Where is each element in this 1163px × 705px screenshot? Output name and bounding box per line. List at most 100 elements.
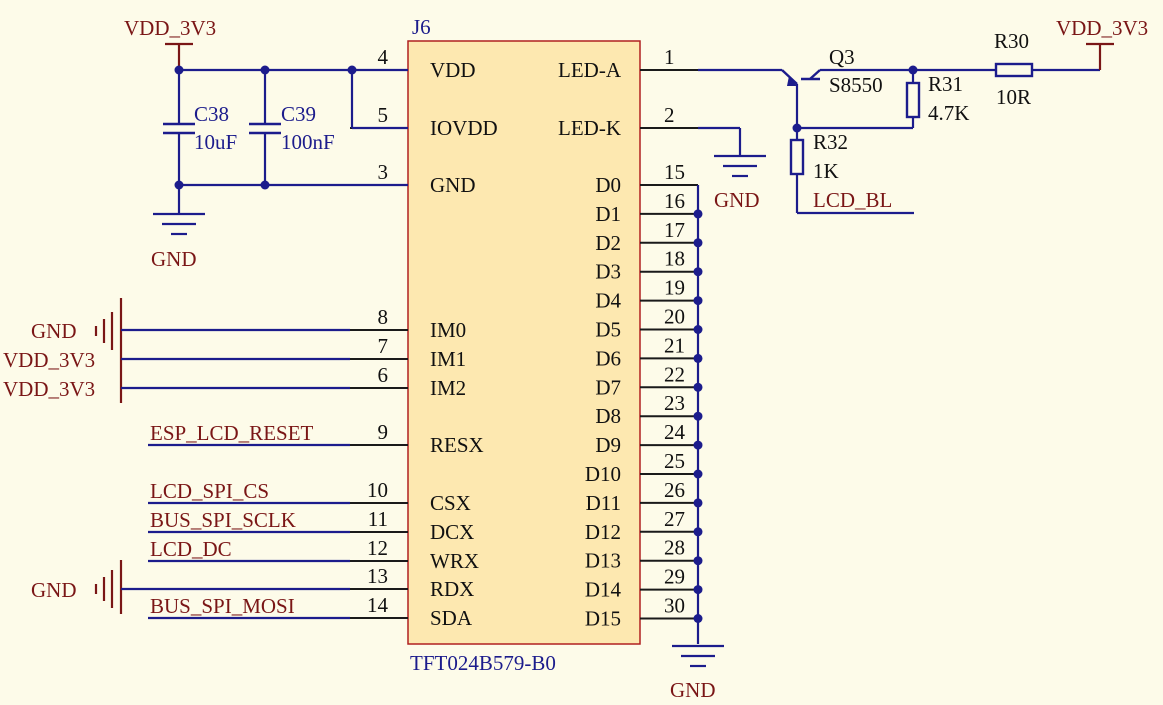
vdd-power-port-right: VDD_3V3 [1056,16,1148,70]
pin-name: D13 [585,549,621,573]
resistor-r32: R32 1K LCD_BL [789,128,914,215]
pin-name: IM1 [430,347,466,371]
pin-number: 22 [664,362,685,386]
pin-number: 2 [664,103,675,127]
pin-name: D4 [595,289,621,313]
vdd-label-im2: VDD_3V3 [3,377,95,401]
pin-name: D14 [585,578,622,602]
pin-number: 24 [664,420,686,444]
pin-name: LED-A [558,58,622,82]
pin-number: 18 [664,247,685,271]
pin-number: 30 [664,594,685,618]
pin-number: 9 [378,420,389,444]
junction-dot [693,353,703,363]
pin-name: D10 [585,462,621,486]
pin-name: D6 [595,346,621,370]
junction-dot [693,469,703,479]
pin-name: D1 [595,202,621,226]
gnd-label-im0: GND [31,319,77,343]
junction-dot [693,325,703,334]
pin-name: D9 [595,433,621,457]
resistor-r31: R31 4.7K [797,70,969,130]
pin-number: 27 [664,507,685,531]
pin-number: 20 [664,305,685,329]
r31-value: 4.7K [928,101,969,125]
pin-name: LED-K [558,116,621,140]
pin-number: 5 [378,103,389,127]
r32-value: 1K [813,159,839,183]
pin-name: GND [430,173,476,197]
pin-number: 16 [664,189,685,213]
pin-name: IM2 [430,376,466,400]
q3-ref: Q3 [829,45,855,69]
gnd-label-caps: GND [151,247,197,271]
pin-number: 21 [664,333,685,357]
pin-number: 15 [664,160,685,184]
c39-ref: C39 [281,102,316,126]
pin-name: D11 [586,491,621,515]
pin-number: 11 [368,507,388,531]
junction-dot [693,238,703,248]
junction-dot [693,296,703,306]
junction-dot [693,382,703,392]
net-lcd-dc: LCD_DC [148,537,350,563]
gnd-label-rdx: GND [31,578,77,602]
c39-value: 100nF [281,130,335,154]
gnd-symbol-led-k: GND [698,126,766,212]
junction-dot [693,585,703,595]
junction-dot [693,267,703,277]
r30-value: 10R [996,85,1031,109]
junction-dot [347,65,357,75]
c38-ref: C38 [194,102,229,126]
net-bus-spi-mosi: BUS_SPI_MOSI [148,594,350,620]
connector-part-number: TFT024B579-B0 [410,651,556,675]
junction-dot [693,614,703,623]
capacitor-c38: C38 10uF [163,70,237,185]
transistor-q3: Q3 S8550 [781,45,913,128]
junction-dot [693,440,703,450]
data-bus-junctions [693,209,703,623]
vdd-label-left: VDD_3V3 [124,16,216,40]
vdd-label-im1: VDD_3V3 [3,348,95,372]
junction-dot [693,209,703,219]
gnd-label-led-k: GND [714,188,760,212]
pin-number: 12 [367,536,388,560]
connector-left-pins: 4VDD5IOVDD3GND8IM07IM16IM29RESX10CSX11DC… [350,45,498,630]
gnd-port-im0: GND [31,312,114,350]
pin-number: 23 [664,391,685,415]
vdd-power-port-left: VDD_3V3 [124,16,216,70]
pin-number: 13 [367,564,388,588]
svg-text:LCD_DC: LCD_DC [150,537,232,561]
connector-right-pins: 1LED-A2LED-K15D016D117D218D319D420D521D6… [558,45,698,631]
junction-dot [693,556,703,566]
net-esp-lcd-reset: ESP_LCD_RESET [148,421,350,447]
connector-body [407,40,641,645]
svg-text:LCD_SPI_CS: LCD_SPI_CS [150,479,269,503]
pin-number: 14 [367,593,389,617]
pin-number: 7 [378,334,389,358]
pin-number: 10 [367,478,388,502]
pin-number: 28 [664,536,685,560]
pin-name: RDX [430,577,474,601]
pin-name: D15 [585,607,621,631]
pin-name: D7 [595,375,621,399]
gnd-label-bus: GND [670,678,716,702]
pin-number: 25 [664,449,685,473]
